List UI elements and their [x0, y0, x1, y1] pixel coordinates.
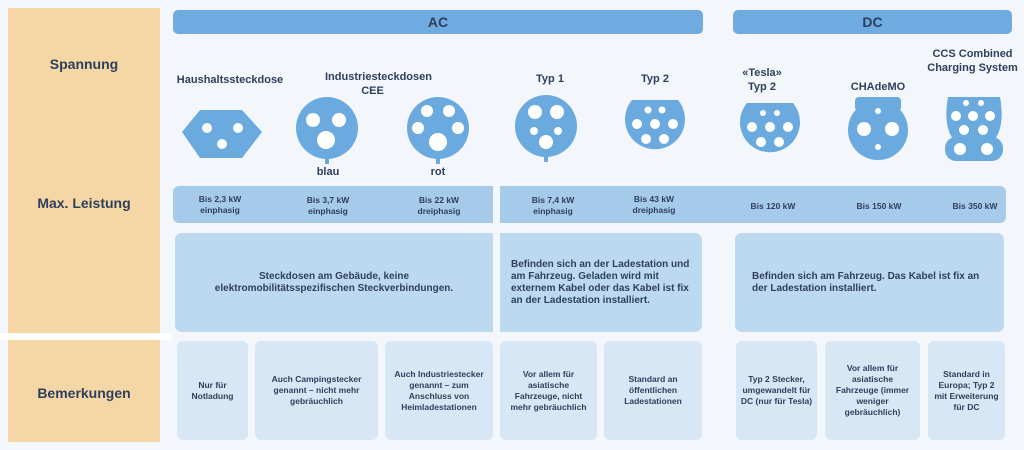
description-dc: Befinden sich am Fahrzeug. Das Kabel ist…: [735, 233, 1004, 332]
remark-cell: Vor allem für asiatische Fahrzeuge (imme…: [825, 341, 920, 440]
power-kw: Bis 7,4 kW: [531, 195, 575, 205]
divider: [0, 333, 172, 340]
description-ac-station: Befinden sich an der Ladestation und am …: [500, 233, 702, 332]
plug-name: Industriesteckdosen CEE: [325, 71, 432, 97]
remark-text: Typ 2 Stecker, umgewandelt für DC (nur f…: [740, 374, 813, 406]
tesla-type2-socket-icon: [740, 103, 800, 153]
remark-text: Vor allem für asiatische Fahrzeuge, nich…: [510, 368, 587, 412]
description-text: Steckdosen am Gebäude, keine elektromobi…: [214, 270, 454, 294]
plug-name: CCS Combined Charging System: [927, 48, 1018, 74]
power-kw: Bis 43 kW: [633, 194, 675, 204]
power-phase: einphasig: [200, 205, 240, 215]
description-text: Befinden sich am Fahrzeug. Das Kabel ist…: [752, 270, 980, 294]
power-phase: dreiphasig: [417, 206, 461, 216]
description-ac-household: Steckdosen am Gebäude, keine elektromobi…: [175, 233, 493, 332]
plug-name: Typ 2: [641, 73, 669, 85]
plug-name: CHAdeMO: [850, 81, 906, 93]
power-kw: Bis 120 kW: [750, 201, 796, 211]
header-dc: DC: [733, 10, 1012, 34]
remark-cell: Typ 2 Stecker, umgewandelt für DC (nur f…: [736, 341, 817, 440]
remark-cell: Standard an öffentlichen Ladestationen: [604, 341, 702, 440]
power-kw: Bis 22 kW: [418, 195, 460, 205]
row-label-panel: Bemerkungen: [8, 340, 160, 442]
cee-blue-socket-icon: [296, 97, 358, 164]
remark-cell: Nur für Notladung: [177, 341, 248, 440]
plug-name: Typ 1: [536, 73, 564, 85]
power-phase: einphasig: [308, 206, 348, 216]
type2-socket-icon: [625, 100, 685, 150]
row-label-voltage: Spannung: [49, 56, 119, 72]
remark-cell: Vor allem für asiatische Fahrzeuge, nich…: [500, 341, 597, 440]
plug-name: «Tesla» Typ 2: [742, 67, 782, 93]
plug-name: Haushaltssteckdose: [176, 74, 284, 86]
remark-text: Vor allem für asiatische Fahrzeuge (imme…: [835, 363, 910, 417]
remark-text: Auch Campingstecker genannt – nicht mehr…: [271, 374, 362, 406]
remark-text: Nur für Notladung: [191, 379, 234, 401]
row-label-remarks: Bemerkungen: [37, 385, 131, 401]
remark-cell: Standard in Europa; Typ 2 mit Erweiterun…: [928, 341, 1005, 440]
remark-cell: Auch Campingstecker genannt – nicht mehr…: [255, 341, 378, 440]
header-ac: AC: [173, 10, 703, 34]
ccs-socket-icon: [945, 97, 1003, 161]
power-kw: Bis 350 kW: [952, 201, 998, 211]
household-socket-icon: [182, 110, 262, 158]
power-phase: dreiphasig: [632, 205, 676, 215]
plug-variant: blau: [316, 166, 340, 178]
type1-socket-icon: [515, 95, 577, 162]
row-label-panel: Spannung Max. Leistung: [8, 8, 160, 333]
power-bar-stations: [500, 186, 1006, 223]
power-bar-ac-household: [173, 186, 493, 223]
chademo-socket-icon: [848, 97, 908, 160]
power-phase: einphasig: [533, 206, 573, 216]
remark-text: Auch Industriestecker genannt – zum Ansc…: [394, 368, 484, 412]
remark-text: Standard in Europa; Typ 2 mit Erweiterun…: [934, 368, 999, 412]
cee-red-socket-icon: [407, 97, 469, 164]
power-kw: Bis 2,3 kW: [198, 194, 242, 204]
plug-variant: rot: [430, 166, 446, 178]
power-kw: Bis 150 kW: [856, 201, 902, 211]
row-label-power: Max. Leistung: [37, 195, 131, 211]
remark-cell: Auch Industriestecker genannt – zum Ansc…: [385, 341, 493, 440]
power-kw: Bis 3,7 kW: [306, 195, 350, 205]
remark-text: Standard an öffentlichen Ladestationen: [624, 374, 682, 406]
description-text: Befinden sich an der Ladestation und am …: [511, 258, 690, 306]
